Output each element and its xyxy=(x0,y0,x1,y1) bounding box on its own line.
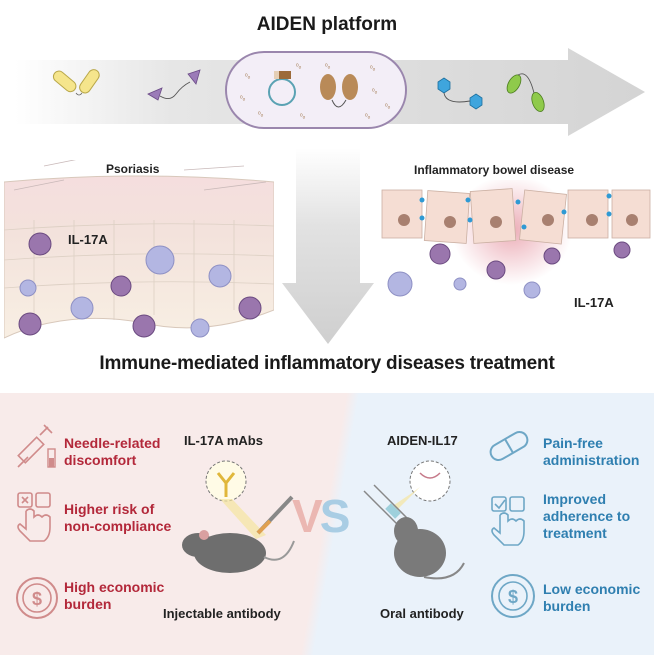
ibd-intestine-illustration xyxy=(381,180,651,299)
green-ellipse-linked-icon xyxy=(506,73,545,112)
comparison-panel: Needle-related discomfort Higher risk of… xyxy=(0,393,654,655)
down-arrow xyxy=(282,148,374,344)
checkbox-hand-icon xyxy=(17,492,51,542)
section-title: Immune-mediated inflammatory diseases tr… xyxy=(99,353,555,374)
svg-text:ᵒₒ: ᵒₒ xyxy=(385,103,391,110)
engineered-bacterium-capsule: ᵒₒ ᵒₒ ᵒₒ ᵒₒ ᵒₒ ᵒₒ ᵒₒ ᵒₒ ᵒₒ ᵒₒ xyxy=(225,51,407,129)
dollar-coin-icon: $ xyxy=(16,577,58,619)
svg-text:ᵒₒ: ᵒₒ xyxy=(300,113,306,120)
svg-text:ᵒₒ: ᵒₒ xyxy=(245,73,251,80)
svg-text:ᵒₒ: ᵒₒ xyxy=(370,65,376,72)
svg-text:ᵒₒ: ᵒₒ xyxy=(296,63,302,70)
syringe-icon xyxy=(17,424,56,468)
dollar-coin-icon: $ xyxy=(491,574,535,618)
vs-s: S xyxy=(319,490,351,542)
svg-text:ᵒₒ: ᵒₒ xyxy=(365,113,371,120)
psoriasis-skin-illustration xyxy=(4,160,274,339)
oral-mouse-illustration xyxy=(363,460,465,580)
right-point-1: Pain-free administration xyxy=(543,435,640,468)
right-point-2: Improved adherence to treatment xyxy=(543,491,631,541)
oral-side xyxy=(330,393,654,655)
svg-text:ᵒₒ: ᵒₒ xyxy=(240,95,246,102)
vs-v: V xyxy=(292,490,323,542)
ibd-cytokine-label: IL-17A xyxy=(574,295,614,310)
ibd-title: Inflammatory bowel disease xyxy=(414,163,575,177)
left-point-2: Higher risk of non-compliance xyxy=(64,501,172,534)
blue-hexagon-linked-icon xyxy=(437,77,483,110)
platform-title: AIDEN platform xyxy=(256,14,398,35)
vs-label: VS xyxy=(292,489,351,543)
left-point-1: Needle-related discomfort xyxy=(64,435,161,468)
platform-arrow: ᵒₒ ᵒₒ ᵒₒ ᵒₒ ᵒₒ ᵒₒ ᵒₒ ᵒₒ ᵒₒ ᵒₒ xyxy=(15,48,645,136)
yellow-bacteria-icon xyxy=(52,69,100,96)
left-route-label: Injectable antibody xyxy=(163,606,281,621)
svg-text:ᵒₒ: ᵒₒ xyxy=(372,88,378,95)
left-drug-label: IL-17A mAbs xyxy=(184,433,263,448)
psoriasis-cytokine-label: IL-17A xyxy=(68,232,108,247)
right-point-3: Low economic burden xyxy=(543,581,641,614)
svg-text:$: $ xyxy=(32,589,42,609)
svg-text:$: $ xyxy=(508,587,518,607)
capsule-icon xyxy=(489,431,529,461)
injectable-side xyxy=(0,393,330,655)
checkbox-hand-icon xyxy=(491,496,525,546)
immune-cells xyxy=(18,232,262,338)
psoriasis-title: Psoriasis xyxy=(106,162,160,176)
right-drug-label: AIDEN-IL17 xyxy=(387,433,458,448)
injected-mouse-illustration xyxy=(182,460,295,573)
right-route-label: Oral antibody xyxy=(380,606,464,621)
svg-text:ᵒₒ: ᵒₒ xyxy=(325,63,331,70)
svg-text:ᵒₒ: ᵒₒ xyxy=(258,111,264,118)
purple-triangle-linked-icon xyxy=(147,69,201,101)
left-point-3: High economic burden xyxy=(64,579,165,612)
